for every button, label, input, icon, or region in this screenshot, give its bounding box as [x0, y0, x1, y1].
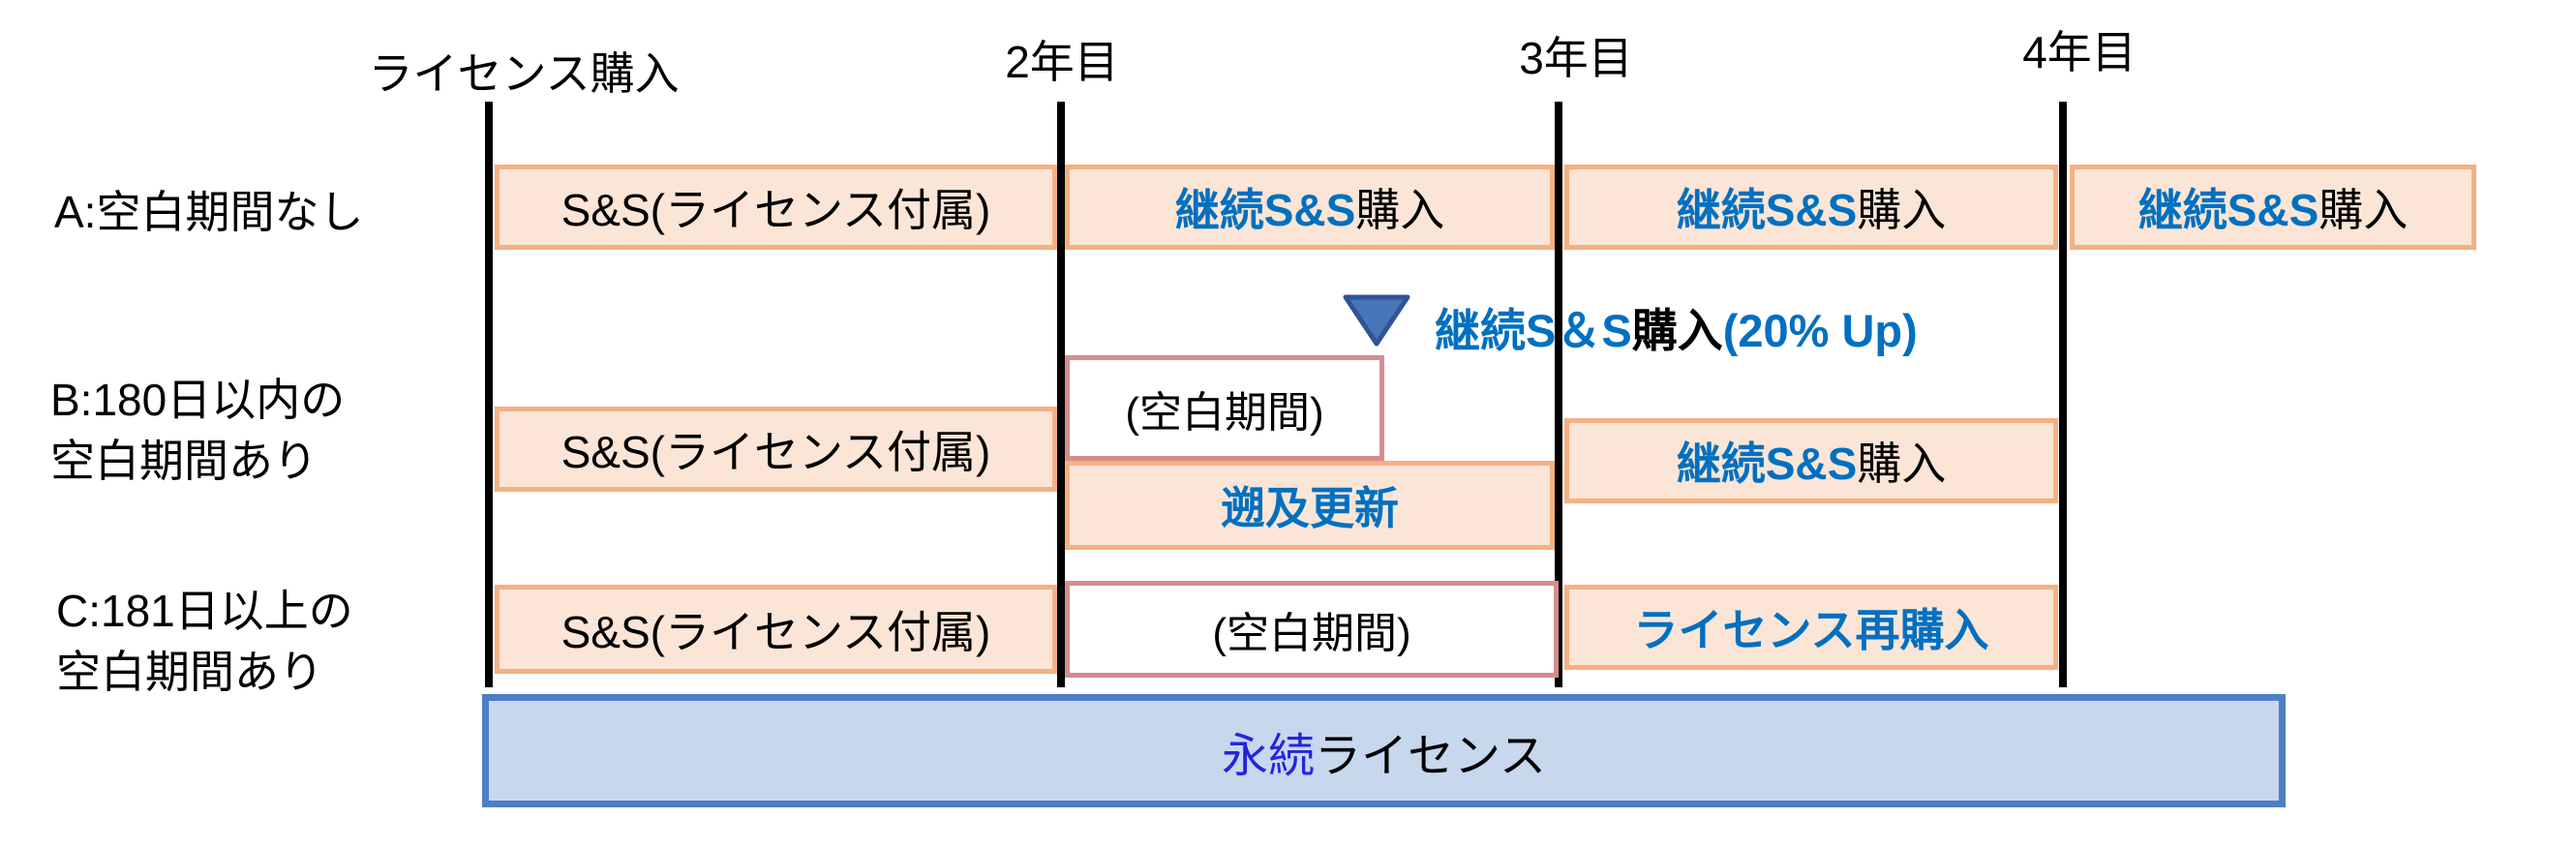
renew-suffix-label: 購入 — [1355, 185, 1445, 235]
box-c-ss-attached-label: S&S(ライセンス付属) — [561, 607, 991, 657]
timeline-line-year3 — [1555, 102, 1562, 687]
row-label-c-line2: 空白期間あり — [56, 647, 323, 697]
axis-label-year3: 3年目 — [1519, 33, 1633, 83]
box-b-ss-attached-label: S&S(ライセンス付属) — [561, 427, 991, 477]
renew-prefix-label: 継続S&S — [2137, 185, 2319, 235]
perpetual-suffix-label: ライセンス — [1314, 730, 1547, 782]
box-a-ss-attached: S&S(ライセンス付属) — [495, 165, 1057, 250]
timeline-line-purchase — [485, 102, 493, 687]
row-label-c: C:181日以上の 空白期間あり — [56, 581, 353, 703]
box-b-retroactive-renewal: 遡及更新 — [1065, 461, 1555, 550]
perpetual-prefix-label: 永続 — [1221, 730, 1315, 782]
renew-suffix-label: 購入 — [2318, 185, 2409, 235]
row-label-b: B:180日以内の 空白期間あり — [50, 370, 345, 492]
license-rebuy-label: ライセンス再購入 — [1633, 605, 1989, 655]
blank-period-label: (空白期間) — [1212, 610, 1411, 657]
renew-suffix-label: 購入 — [1857, 185, 1947, 235]
down-triangle-icon — [1343, 294, 1410, 347]
box-c-ss-attached: S&S(ライセンス付属) — [495, 585, 1057, 674]
axis-label-license-purchase: ライセンス購入 — [368, 48, 680, 99]
timeline-line-year4 — [2059, 102, 2067, 687]
timeline-line-year2 — [1057, 102, 1065, 687]
annotation-renew-20up: 継続S＆S購入(20% Up) — [1435, 293, 1918, 360]
row-label-c-line1: C:181日以上の — [56, 586, 353, 636]
annotation-suffix: (20% Up) — [1722, 305, 1918, 356]
annotation-mid: 購入 — [1631, 305, 1723, 356]
annotation-prefix: 継続S＆S — [1435, 305, 1632, 356]
renew-suffix-label: 購入 — [1857, 439, 1947, 489]
blank-period-label: (空白期間) — [1125, 388, 1324, 437]
row-label-b-line1: B:180日以内の — [50, 375, 346, 425]
retroactive-renewal-label: 遡及更新 — [1221, 483, 1399, 533]
row-label-a: A:空白期間なし — [54, 187, 364, 237]
box-c-license-rebuy: ライセンス再購入 — [1564, 585, 2058, 670]
box-perpetual-license: 永続ライセンス — [482, 694, 2286, 807]
axis-label-year2: 2年目 — [1005, 37, 1119, 87]
renew-prefix-label: 継続S&S — [1676, 439, 1858, 489]
renew-prefix-label: 継続S&S — [1676, 185, 1858, 235]
box-b-ss-attached: S&S(ライセンス付属) — [495, 407, 1057, 492]
box-b-blank-period: (空白期間) — [1065, 355, 1384, 461]
axis-label-year4: 4年目 — [2022, 27, 2137, 77]
row-label-b-line2: 空白期間あり — [50, 436, 318, 486]
box-a-ss-attached-label: S&S(ライセンス付属) — [561, 185, 991, 235]
box-c-blank-period: (空白期間) — [1065, 581, 1559, 678]
renew-prefix-label: 継続S&S — [1174, 185, 1356, 235]
